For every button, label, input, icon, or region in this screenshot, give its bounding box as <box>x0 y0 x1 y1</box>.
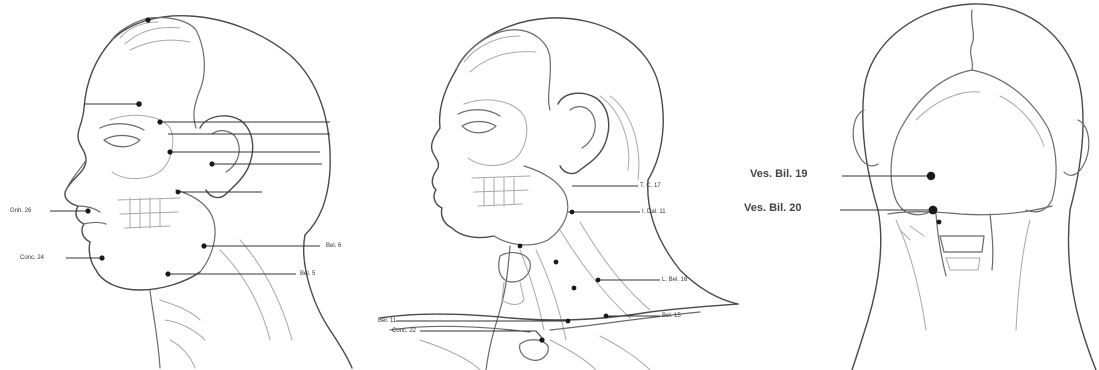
point-bel15 <box>604 314 609 319</box>
point-ves20 <box>929 206 938 215</box>
side-neck-illustration <box>360 0 740 370</box>
point-conc24 <box>99 255 104 260</box>
label-bel6: Bel. 6 <box>326 242 341 250</box>
point-neck-base <box>937 220 942 225</box>
label-ves20: Ves. Bil. 20 <box>744 202 801 214</box>
label-bel15: Bel. 15 <box>662 312 681 320</box>
point-gnh26 <box>85 208 90 213</box>
label-tc17: T. C. 17 <box>640 182 661 190</box>
point-conc22 <box>539 337 544 342</box>
point-brow <box>157 119 162 124</box>
point-ves19 <box>927 172 935 180</box>
label-lbel16: L. Bel. 16 <box>662 276 687 284</box>
point-bel6 <box>201 243 206 248</box>
label-conc22: Conc. 22 <box>392 327 416 335</box>
side-neck-panel: T. C. 17 I. Dal. 11 L. Bel. 16 Bel. 15 B… <box>360 0 740 370</box>
point-idal11 <box>570 210 575 215</box>
point-cheek <box>176 190 181 195</box>
point-neck-low <box>572 286 577 291</box>
face-profile-panel: Gnh. 26 Conc. 24 Bel. 6 Bel. 5 <box>0 0 360 370</box>
label-bel5: Bel. 5 <box>300 270 315 278</box>
face-profile-illustration <box>0 0 360 370</box>
label-idal11: I. Dal. 11 <box>642 208 666 216</box>
back-head-panel: Ves. Bil. 19 Ves. Bil. 20 <box>740 0 1099 370</box>
point-lbel16 <box>596 278 601 283</box>
point-neck-mid <box>554 260 559 265</box>
label-conc24: Conc. 24 <box>20 254 44 262</box>
point-bel11 <box>566 319 571 324</box>
point-vertex <box>145 17 150 22</box>
label-gnh26: Gnh. 26 <box>10 207 31 215</box>
label-ves19: Ves. Bil. 19 <box>750 168 807 180</box>
back-head-illustration <box>740 0 1099 370</box>
point-ear <box>209 161 214 166</box>
label-bel11: Bel. 11 <box>378 317 396 325</box>
point-forehead <box>136 101 142 107</box>
point-throat <box>518 244 523 249</box>
point-eye <box>167 149 172 154</box>
point-bel5 <box>165 271 170 276</box>
